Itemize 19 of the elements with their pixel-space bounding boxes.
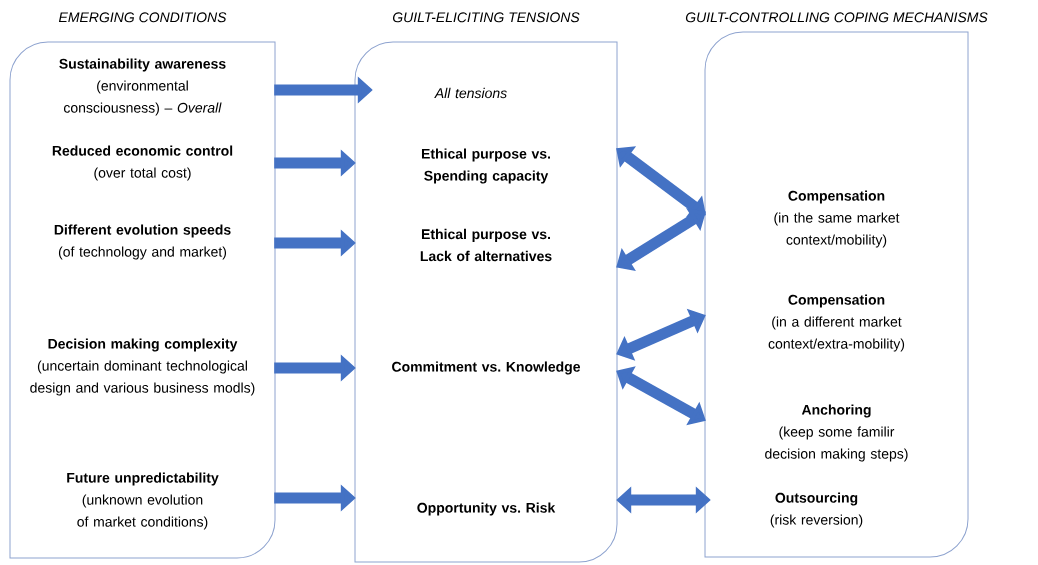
tension-text: Ethical purpose vs. Spending capacity xyxy=(422,148,550,184)
item-text: Outsourcing (risk reversion) xyxy=(770,492,863,528)
double-arrow xyxy=(616,308,706,361)
item-text: Compensation (in the same market context/mobility) xyxy=(774,190,900,248)
item-text: Anchoring (keep some familir decision making steps) xyxy=(765,404,908,462)
tension-text: Ethical purpose vs. Lack of alternatives xyxy=(420,228,552,262)
item-text: Future unpredictability (unknown evolution of market conditions) xyxy=(67,472,219,530)
item-text: Different evolution speeds (of technology and market) xyxy=(54,224,231,260)
node-label: GUILT-ELICITING TENSIONS xyxy=(392,12,580,23)
item-text: Reduced economic control (over total cost) xyxy=(52,145,233,181)
item-text: Decision making complexity (uncertain dominant technological design and various business modls) xyxy=(30,338,255,396)
double-arrow xyxy=(616,208,706,271)
tension-text: All tensions xyxy=(434,87,507,99)
item-text: Compensation (in a different market context/extra-mobility) xyxy=(768,294,905,352)
item-text: Sustainability awareness (environmental consciousness) – Overall xyxy=(59,58,226,116)
node-label: EMERGING CONDITIONS xyxy=(58,12,227,23)
tension-text: Commitment vs. Knowledge xyxy=(392,361,581,375)
node-label: GUILT-CONTROLLING COPING MECHANISMS xyxy=(685,12,988,23)
tension-text: Opportunity vs. Risk xyxy=(417,502,556,516)
